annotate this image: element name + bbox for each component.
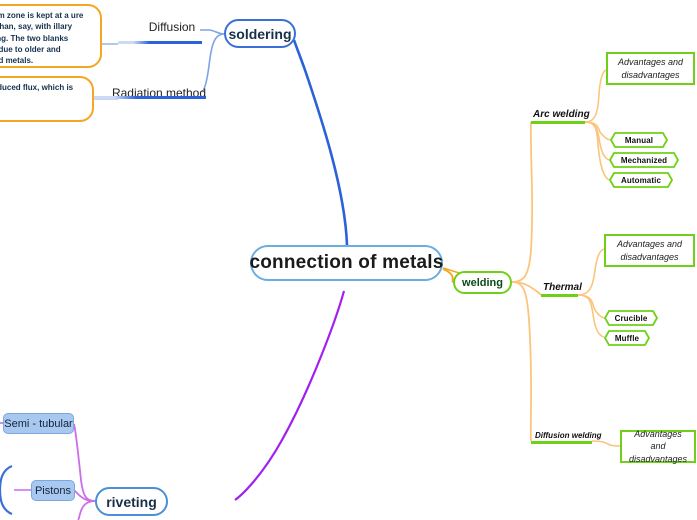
edge-center-to-riveting: [234, 290, 346, 501]
box-pistons[interactable]: Pistons: [31, 480, 75, 501]
box-thermal-advantages[interactable]: Advantages and disadvantages: [604, 234, 695, 267]
partial-node-left-arc: [0, 464, 13, 516]
node-welding[interactable]: welding: [453, 271, 512, 294]
edge-center-to-soldering: [292, 39, 349, 246]
hex-crucible[interactable]: Crucible: [604, 310, 658, 326]
box-thermal-advantages-line2: disadvantages: [620, 251, 679, 262]
edge-thermal-to-muffle: [577, 294, 605, 338]
underline-arc-welding: [531, 121, 585, 124]
edge-welding-to-diffusionwelding: [511, 281, 533, 442]
hex-manual[interactable]: Manual: [610, 132, 668, 148]
edge-arcwelding-to-mechanized: [584, 121, 610, 161]
edge-welding-to-thermal: [511, 281, 542, 296]
hex-automatic-label: Automatic: [620, 175, 661, 185]
node-soldering[interactable]: soldering: [224, 19, 296, 48]
note-diffusion[interactable]: the seam zone is kept at a ure longer th…: [0, 4, 102, 68]
edge-riveting-to-pistons: [73, 489, 96, 502]
label-arc-welding[interactable]: Arc welding: [531, 105, 590, 122]
hex-manual-label: Manual: [624, 135, 654, 145]
box-thermal-advantages-line1: Advantages and: [616, 239, 683, 250]
label-thermal-text: Thermal: [543, 282, 582, 293]
box-arc-welding-advantages-line1: Advantages and: [617, 57, 684, 68]
underline-thermal: [541, 294, 578, 297]
node-soldering-label: soldering: [228, 25, 292, 42]
edge-arcwelding-to-automatic: [584, 121, 610, 181]
note-radiation-method-text: ring is produced flux, which is laser or…: [0, 83, 74, 92]
box-diffusion-welding-advantages[interactable]: Advantages and disadvantages: [620, 429, 696, 464]
label-diffusion[interactable]: Diffusion: [143, 14, 201, 36]
edge-arcwelding-to-manual: [584, 121, 611, 141]
edge-riveting-extra: [77, 500, 96, 520]
underline-radiation-method: [94, 96, 206, 99]
edge-soldering-to-diffusion: [200, 29, 225, 35]
box-arc-welding-advantages-line2: disadvantages: [621, 69, 680, 80]
edge-welding-to-arcwelding: [511, 121, 534, 283]
box-diffusion-welding-advantages-line1: Advantages and: [634, 429, 682, 452]
label-diffusion-welding[interactable]: Diffusion welding: [533, 428, 602, 442]
hex-mechanized[interactable]: Mechanized: [609, 152, 679, 168]
hex-crucible-label: Crucible: [614, 313, 648, 323]
center-node[interactable]: connection of metals: [249, 245, 444, 281]
edge-riveting-to-semitubular: [73, 423, 96, 502]
label-diffusion-text: Diffusion: [148, 20, 196, 34]
box-pistons-label: Pistons: [34, 484, 72, 497]
box-semi-tubular[interactable]: Semi - tubular: [3, 413, 74, 434]
node-riveting[interactable]: riveting: [95, 487, 168, 516]
edge-diffusionwelding-to-advantages: [591, 440, 621, 447]
hex-automatic[interactable]: Automatic: [609, 172, 673, 188]
underline-diffusion: [118, 41, 202, 44]
node-riveting-label: riveting: [106, 493, 157, 510]
edge-thermal-to-crucible: [577, 294, 605, 319]
note-radiation-method[interactable]: ring is produced flux, which is laser or…: [0, 76, 94, 122]
label-diffusion-welding-text: Diffusion welding: [535, 431, 602, 440]
center-node-label: connection of metals: [249, 252, 444, 273]
box-arc-welding-advantages[interactable]: Advantages and disadvantages: [606, 52, 695, 85]
hex-mechanized-label: Mechanized: [620, 155, 668, 165]
node-welding-label: welding: [462, 276, 503, 289]
box-semi-tubular-label: Semi - tubular: [4, 417, 73, 430]
hex-muffle[interactable]: Muffle: [604, 330, 650, 346]
underline-diffusion-welding: [531, 441, 592, 444]
hex-muffle-label: Muffle: [614, 333, 640, 343]
box-diffusion-welding-advantages-line2: disadvantages: [628, 453, 688, 464]
label-thermal[interactable]: Thermal: [541, 279, 585, 295]
label-arc-welding-text: Arc welding: [533, 109, 590, 120]
note-diffusion-text: the seam zone is kept at a ure longer th…: [0, 11, 84, 66]
